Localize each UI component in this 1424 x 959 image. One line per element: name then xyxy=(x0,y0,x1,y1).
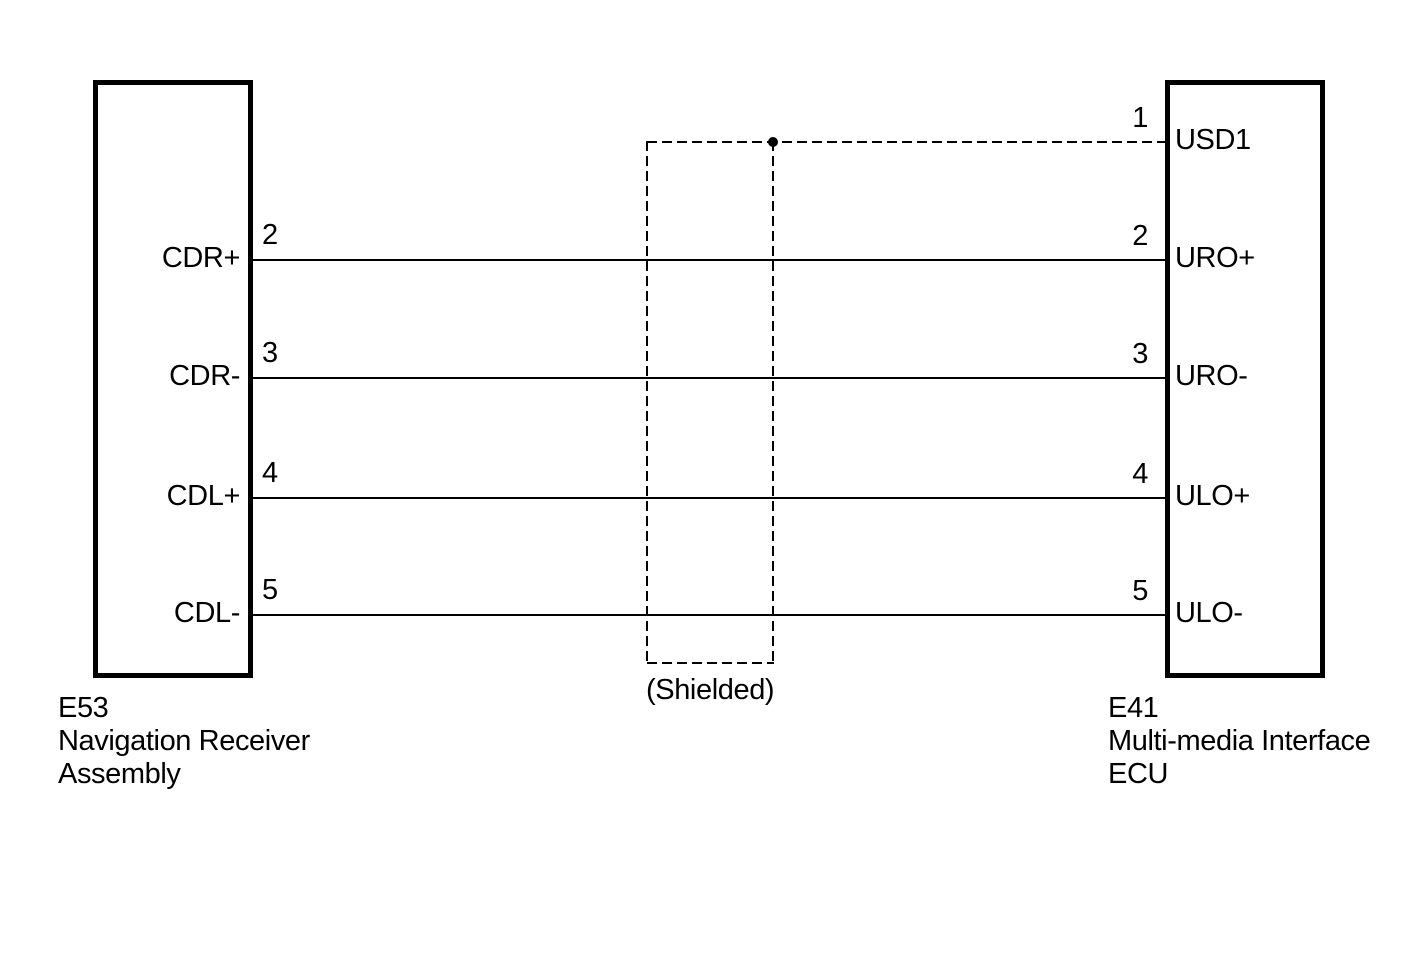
wire-cdl-minus xyxy=(253,614,1165,616)
shield-dashed-line-bottom xyxy=(647,662,774,664)
wire-cdr-plus xyxy=(253,259,1165,261)
wire-cdl-plus xyxy=(253,497,1165,499)
right-connector-caption: E41 Multi-media Interface ECU xyxy=(1108,692,1371,791)
right-pin-label-usd1: USD1 xyxy=(1175,124,1251,156)
shield-junction-dot xyxy=(768,137,778,147)
right-connector-code: E41 xyxy=(1108,692,1159,724)
right-connector-box xyxy=(1165,80,1325,678)
left-connector-name-line2: Assembly xyxy=(58,758,181,790)
shield-dashed-line-top xyxy=(647,141,1165,143)
left-pin-number-5: 5 xyxy=(262,574,278,606)
right-pin-number-5: 5 xyxy=(1132,575,1148,607)
right-pin-label-uro-plus: URO+ xyxy=(1175,242,1255,274)
right-connector-name-line2: ECU xyxy=(1108,758,1169,790)
left-pin-label-cdl-minus: CDL- xyxy=(173,597,240,629)
wire-cdr-minus xyxy=(253,377,1165,379)
left-pin-number-3: 3 xyxy=(262,337,278,369)
left-connector-code: E53 xyxy=(58,692,109,724)
left-pin-label-cdl-plus: CDL+ xyxy=(166,480,241,512)
left-pin-number-4: 4 xyxy=(262,457,278,489)
shield-label: (Shielded) xyxy=(646,674,775,706)
right-pin-number-4: 4 xyxy=(1132,458,1148,490)
right-pin-label-uro-minus: URO- xyxy=(1175,360,1248,392)
left-connector-box xyxy=(93,80,253,678)
left-connector-caption: E53 Navigation Receiver Assembly xyxy=(58,692,310,791)
right-pin-label-ulo-plus: ULO+ xyxy=(1175,480,1250,512)
right-connector-name-line1: Multi-media Interface xyxy=(1108,725,1371,757)
left-pin-label-cdr-minus: CDR- xyxy=(169,360,240,392)
right-pin-number-2: 2 xyxy=(1132,220,1148,252)
right-pin-number-1: 1 xyxy=(1132,102,1148,134)
right-pin-label-ulo-minus: ULO- xyxy=(1175,597,1243,629)
shield-dashed-line-right xyxy=(772,141,774,663)
left-pin-number-2: 2 xyxy=(262,219,278,251)
left-pin-label-cdr-plus: CDR+ xyxy=(161,242,241,274)
right-pin-number-3: 3 xyxy=(1132,338,1148,370)
shield-dashed-line-left xyxy=(646,141,648,663)
left-connector-name-line1: Navigation Receiver xyxy=(58,725,310,757)
